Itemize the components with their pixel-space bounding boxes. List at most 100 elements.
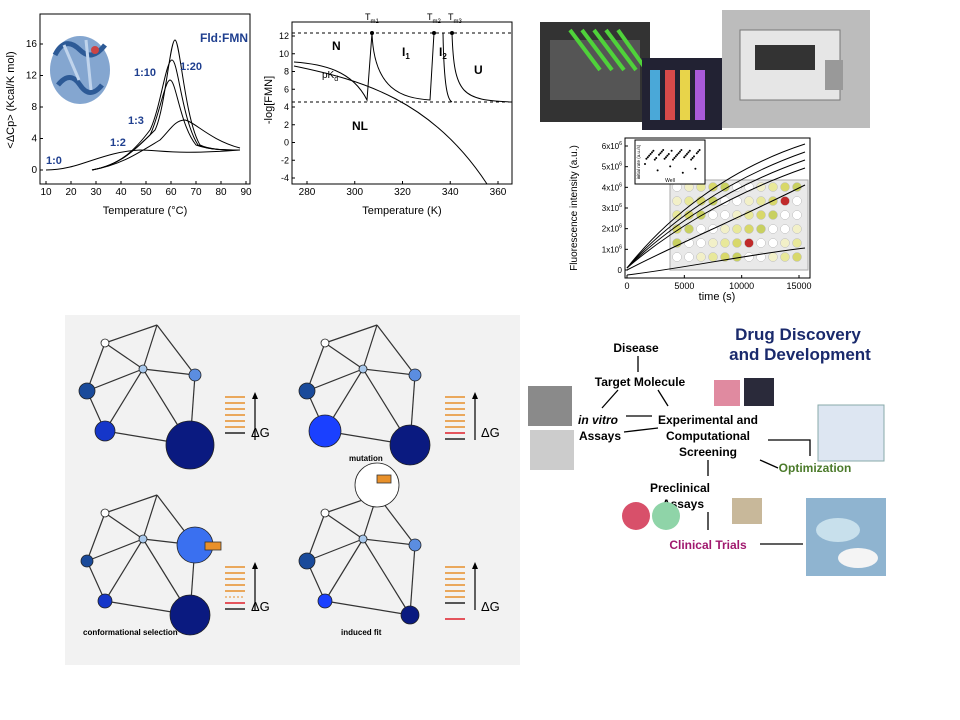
region-i1: I1	[402, 45, 410, 61]
photo-molecular-structure	[817, 404, 885, 462]
phase-xtick-1: 300	[346, 187, 363, 198]
dsc-xtick-5: 60	[165, 187, 177, 198]
dsc-chart: 10 20 30 40 50 60 70 80 90 0 4 8 12 16 Fld:FMN 1:0 1…	[5, 13, 252, 217]
dsc-curve-label-1: 1:0	[46, 155, 62, 167]
delta-g-3: ΔG	[251, 599, 270, 614]
flowchart-title-line1: Drug Discovery	[735, 325, 861, 344]
phase-xtick-3: 340	[442, 187, 459, 198]
network-panel: mutation conformational selection induce…	[65, 315, 520, 665]
phase-ytick-0: -4	[281, 173, 289, 183]
delta-g-4: ΔG	[481, 599, 500, 614]
node-preclinical-line1: Preclinical	[650, 481, 710, 495]
dsc-xtick-8: 90	[240, 187, 252, 198]
fluor-xtick-0: 0	[624, 281, 629, 291]
tm2-label: Tm2	[427, 12, 441, 25]
fluor-x-axis-label: time (s)	[699, 291, 736, 303]
node-screening-line2: Computational	[666, 429, 750, 443]
dsc-ytick-1: 4	[31, 134, 37, 145]
dsc-ytick-3: 12	[26, 71, 38, 82]
dsc-curve-label-2: 1:2	[110, 137, 126, 149]
dsc-ytick-0: 0	[31, 165, 37, 176]
photo-petri-red	[622, 502, 650, 530]
fluor-ytick-0: 0	[618, 266, 623, 275]
photo-plate	[714, 380, 740, 406]
inset-y-label: initial rate (a.u./s)	[636, 144, 641, 179]
node-disease: Disease	[613, 341, 659, 355]
lab-photo-collage	[540, 10, 870, 130]
tm1-label: Tm1	[365, 12, 379, 25]
fluor-ytick-3: 3x106	[602, 203, 622, 213]
dsc-xtick-1: 20	[65, 187, 77, 198]
region-nl: NL	[352, 119, 368, 133]
region-i2: I2	[439, 45, 447, 61]
dsc-y-axis-label: <ΔCp> (Kcal/K mol)	[5, 51, 17, 148]
delta-g-2: ΔG	[481, 425, 500, 440]
node-assays: Assays	[579, 429, 621, 443]
region-n: N	[332, 39, 341, 53]
photo-assay-tubes	[530, 430, 574, 470]
phase-ytick-2: 0	[284, 138, 289, 148]
phase-ytick-3: 2	[284, 120, 289, 130]
dsc-x-axis-label: Temperature (°C)	[103, 205, 187, 217]
phase-xtick-2: 320	[394, 187, 411, 198]
photo-lab-equipment	[528, 386, 572, 426]
protein-structure-image	[50, 36, 110, 104]
fluor-ytick-4: 4x106	[602, 182, 622, 192]
phase-x-axis-label: Temperature (K)	[362, 205, 441, 217]
fluor-y-axis-label: Fluorescence intensity (a.u.)	[569, 145, 580, 271]
node-optimization: Optimization	[779, 461, 852, 475]
node-clinical-trials: Clinical Trials	[669, 538, 747, 552]
fluor-ytick-6: 6x106	[602, 141, 622, 151]
flow-arrows	[601, 356, 811, 545]
fluor-xtick-3: 15000	[786, 281, 811, 291]
dsc-curve-label-5: 1:20	[180, 61, 202, 73]
photo-computer	[744, 378, 774, 406]
dsc-curve-label-4: 1:10	[134, 67, 156, 79]
inset-plot	[634, 139, 706, 185]
region-u: U	[474, 63, 483, 77]
node-screening-line3: Screening	[679, 445, 737, 459]
phase-y-axis-label: -log[FMN]	[263, 76, 275, 124]
delta-g-1: ΔG	[251, 425, 270, 440]
dsc-ytick-4: 16	[26, 39, 38, 50]
fluor-ytick-1: 1x106	[602, 244, 622, 254]
fluor-ytick-5: 5x106	[602, 162, 622, 172]
phase-ytick-5: 6	[284, 84, 289, 94]
dsc-axes-frame	[39, 13, 251, 185]
phase-ytick-8: 12	[279, 31, 289, 41]
dsc-xtick-7: 80	[215, 187, 227, 198]
dsc-xtick-3: 40	[115, 187, 127, 198]
dsc-curve-label-3: 1:3	[128, 115, 144, 127]
flowchart-title-line2: and Development	[729, 345, 871, 364]
flowchart: Drug Discovery and Development Disease T…	[528, 325, 886, 576]
network-diagrams: mutation conformational selection induce…	[78, 324, 500, 637]
dsc-xtick-2: 30	[90, 187, 102, 198]
dsc-xtick-6: 70	[190, 187, 202, 198]
label-mutation: mutation	[349, 454, 383, 463]
label-conformational-selection: conformational selection	[83, 628, 178, 637]
node-target-molecule: Target Molecule	[595, 375, 686, 389]
dsc-xtick-0: 10	[40, 187, 52, 198]
label-induced-fit: induced fit	[341, 628, 382, 637]
dsc-legend: Fld:FMN	[200, 31, 248, 45]
dsc-ytick-2: 8	[31, 102, 37, 113]
phase-xtick-4: 360	[490, 187, 507, 198]
pkd-label: pKd	[322, 70, 338, 83]
fluor-xtick-2: 10000	[729, 281, 754, 291]
node-screening-line1: Experimental and	[658, 413, 758, 427]
phase-xtick-0: 280	[299, 187, 316, 198]
photo-petri-green	[652, 502, 680, 530]
flowchart-panel: Drug Discovery and Development Disease T…	[528, 320, 900, 590]
dsc-xtick-4: 50	[140, 187, 152, 198]
tm3-label: Tm3	[448, 12, 462, 25]
dsc-plot-panel: 10 20 30 40 50 60 70 80 90 0 4 8 12 16 Fld:FMN 1:0 1…	[0, 0, 260, 230]
photo-mouse	[732, 498, 762, 524]
node-in-vitro: in vitro	[578, 413, 618, 427]
phase-ytick-7: 10	[279, 49, 289, 59]
phase-ytick-1: -2	[281, 155, 289, 165]
inset-x-label: Well	[665, 178, 675, 184]
